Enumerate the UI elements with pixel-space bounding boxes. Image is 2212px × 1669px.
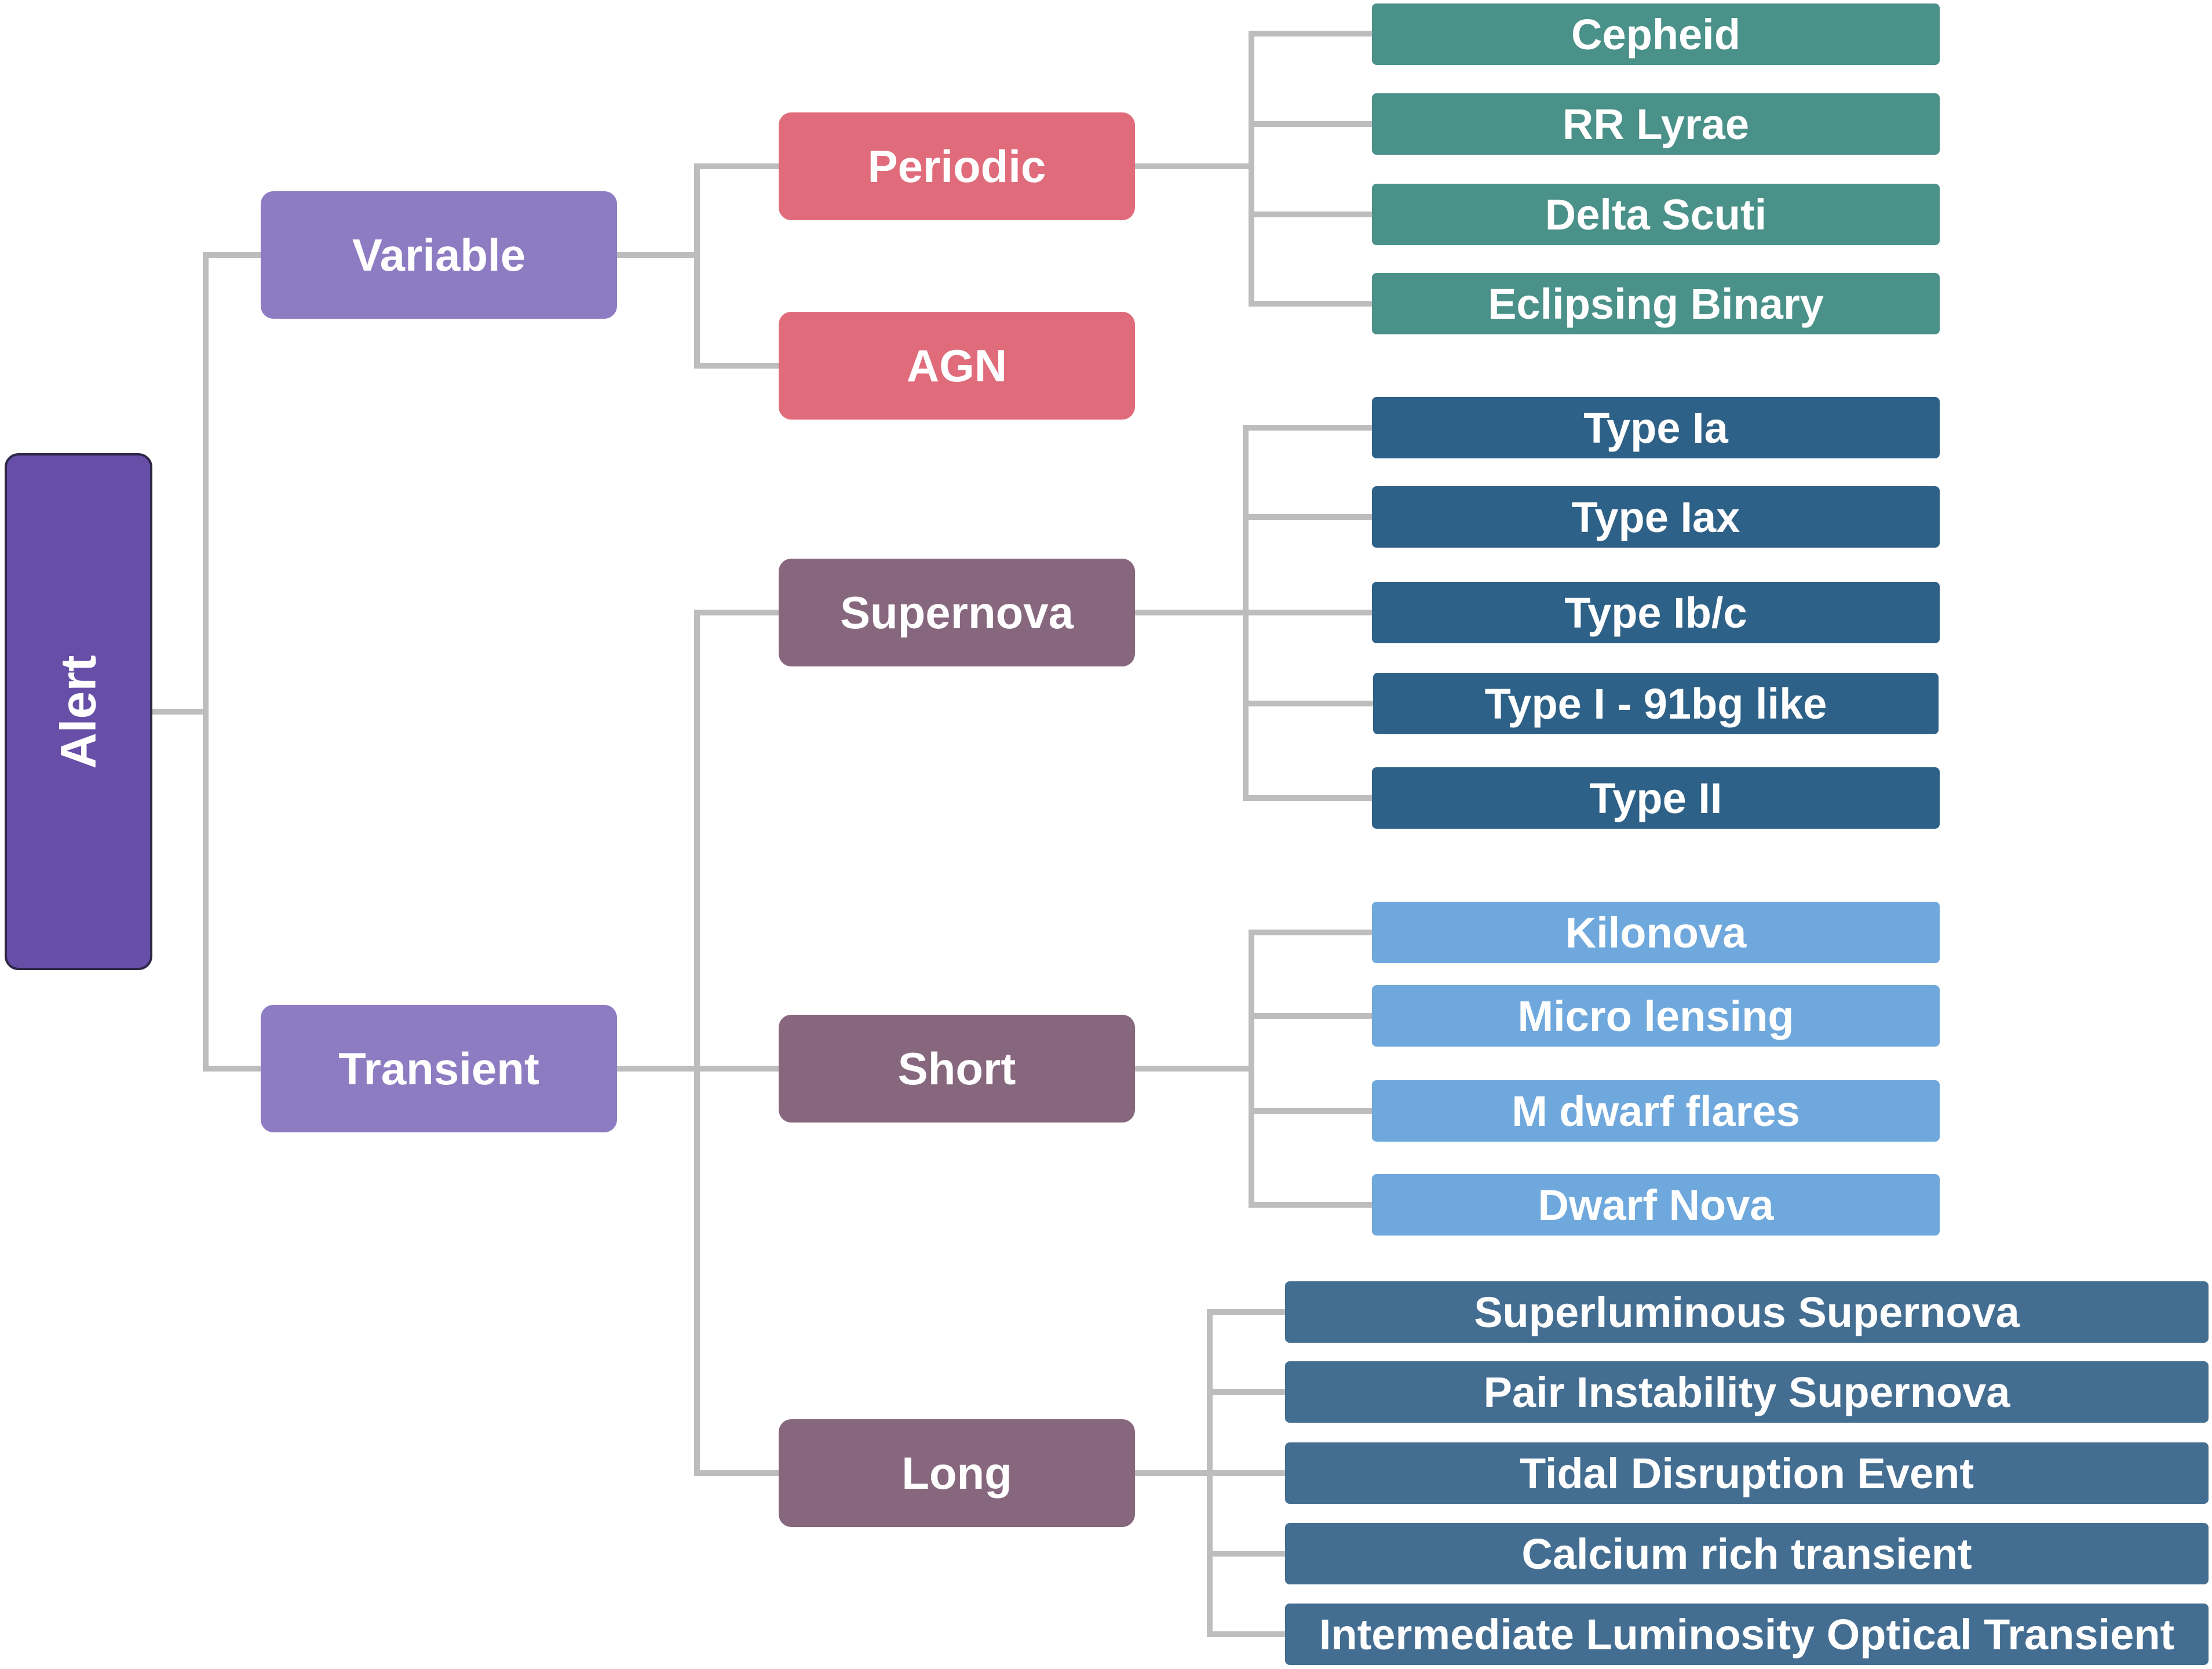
leaf-cepheid: Cepheid: [1372, 3, 1940, 65]
node-alert: Alert: [5, 453, 152, 970]
leaf-eclipsing-binary: Eclipsing Binary: [1372, 273, 1940, 334]
node-variable: Variable: [261, 191, 617, 319]
node-long: Long: [779, 1419, 1135, 1527]
leaf-label: Tidal Disruption Event: [1520, 1449, 1974, 1497]
leaf-type-ia: Type Ia: [1372, 397, 1940, 458]
leaf-type-ibc: Type Ib/c: [1372, 582, 1940, 643]
node-agn: AGN: [779, 312, 1135, 420]
node-agn-label: AGN: [906, 340, 1008, 391]
leaf-type-ii: Type II: [1372, 767, 1940, 829]
node-periodic: Periodic: [779, 112, 1135, 220]
node-supernova: Supernova: [779, 559, 1135, 666]
leaf-label: Intermediate Luminosity Optical Transien…: [1319, 1610, 2175, 1659]
node-periodic-label: Periodic: [867, 140, 1046, 192]
leaf-label: Kilonova: [1565, 908, 1747, 957]
leaf-calcium-rich-transient: Calcium rich transient: [1285, 1523, 2209, 1584]
leaf-pair-instability-supernova: Pair Instability Supernova: [1285, 1361, 2209, 1423]
leaf-label: Type Ib/c: [1564, 588, 1747, 637]
leaf-label: RR Lyrae: [1562, 100, 1750, 148]
leaf-m-dwarf-flares: M dwarf flares: [1372, 1080, 1940, 1142]
node-variable-label: Variable: [352, 229, 526, 280]
leaf-label: Pair Instability Supernova: [1483, 1368, 2010, 1416]
leaf-superluminous-supernova: Superluminous Supernova: [1285, 1281, 2209, 1343]
leaf-kilonova: Kilonova: [1372, 902, 1940, 963]
leaf-micro-lensing: Micro lensing: [1372, 985, 1940, 1047]
leaf-type-iax: Type Iax: [1372, 486, 1940, 548]
leaf-tidal-disruption-event: Tidal Disruption Event: [1285, 1442, 2209, 1504]
leaf-intermediate-luminosity-optical-transient: Intermediate Luminosity Optical Transien…: [1285, 1604, 2209, 1665]
leaf-type-i-91bg: Type I - 91bg like: [1373, 673, 1939, 734]
leaf-label: Delta Scuti: [1545, 190, 1767, 239]
leaf-label: Type I - 91bg like: [1484, 679, 1827, 728]
leaf-label: Eclipsing Binary: [1488, 279, 1824, 328]
leaf-dwarf-nova: Dwarf Nova: [1372, 1174, 1940, 1236]
leaf-label: Calcium rich transient: [1521, 1529, 1972, 1578]
node-transient-label: Transient: [338, 1043, 539, 1094]
node-transient: Transient: [261, 1005, 617, 1132]
node-long-label: Long: [901, 1447, 1012, 1499]
leaf-label: Type Iax: [1571, 493, 1740, 541]
leaf-label: Dwarf Nova: [1538, 1180, 1774, 1229]
leaf-label: Superluminous Supernova: [1474, 1288, 2020, 1336]
leaf-label: Cepheid: [1571, 10, 1740, 59]
leaf-label: Type II: [1589, 774, 1722, 822]
node-alert-label: Alert: [50, 655, 106, 768]
node-short-label: Short: [897, 1043, 1016, 1094]
leaf-label: M dwarf flares: [1512, 1087, 1800, 1135]
node-supernova-label: Supernova: [839, 586, 1074, 638]
leaf-delta-scuti: Delta Scuti: [1372, 184, 1940, 245]
leaf-rr-lyrae: RR Lyrae: [1372, 93, 1940, 155]
leaf-label: Type Ia: [1583, 403, 1728, 452]
node-short: Short: [779, 1015, 1135, 1123]
leaf-label: Micro lensing: [1517, 992, 1794, 1040]
